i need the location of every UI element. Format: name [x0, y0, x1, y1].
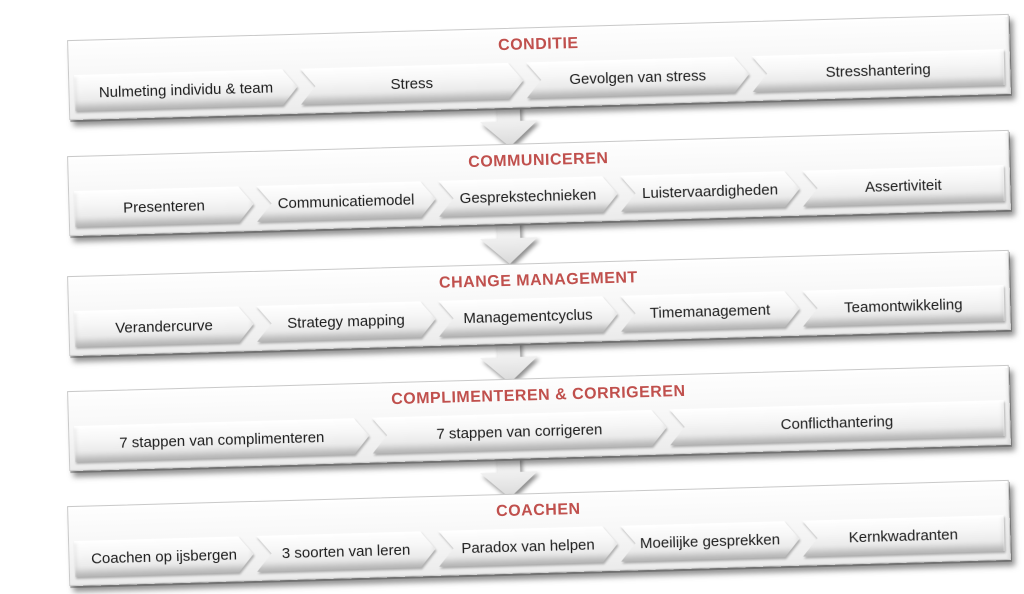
process-step: Communicatiemodel	[256, 181, 436, 222]
process-step-label: 3 soorten van leren	[281, 541, 411, 562]
process-step: Managementcyclus	[438, 296, 618, 337]
process-step-label: 7 stappen van corrigeren	[436, 420, 603, 443]
process-step-label: Nulmeting individu & team	[98, 78, 274, 101]
process-step: Timemanagement	[620, 291, 800, 332]
process-step-label: Coachen op ijsbergen	[90, 545, 238, 568]
process-step-label: Managementcyclus	[463, 306, 593, 327]
process-step: Luistervaardigheden	[620, 171, 800, 212]
process-step: Presenteren	[74, 186, 254, 227]
process-step: Stresshantering	[752, 49, 1005, 92]
process-step-label: Timemanagement	[649, 301, 771, 322]
process-step-label: Stresshantering	[825, 60, 931, 81]
process-step: Verandercurve	[74, 306, 254, 347]
process-step-label: Stress	[390, 74, 434, 93]
process-step-label: 7 stappen van complimenteren	[119, 428, 325, 452]
process-step-label: Teamontwikkeling	[843, 295, 963, 316]
process-step-label: Gesprekstechnieken	[459, 185, 597, 207]
process-step-label: Luistervaardigheden	[641, 180, 779, 202]
process-step: 7 stappen van corrigeren	[372, 409, 668, 453]
process-step-label: Gevolgen van stress	[569, 66, 707, 88]
process-step-label: Strategy mapping	[287, 311, 406, 332]
band-complimenteren-corrigeren: COMPLIMENTEREN & CORRIGEREN 7 stappen va…	[67, 364, 1011, 472]
process-step-label: Conflicthantering	[780, 412, 894, 433]
process-step: Gevolgen van stress	[526, 56, 750, 98]
process-step: Kernkwadranten	[802, 515, 1005, 557]
process-step-label: Verandercurve	[115, 316, 214, 337]
process-step: Nulmeting individu & team	[74, 69, 298, 111]
process-step: Strategy mapping	[256, 301, 436, 342]
process-step: 7 stappen van complimenteren	[74, 418, 370, 462]
process-step-label: Assertiviteit	[864, 176, 942, 196]
process-step-label: Communicatiemodel	[277, 190, 415, 212]
process-step: Gesprekstechnieken	[438, 176, 618, 217]
process-step-label: Presenteren	[122, 196, 206, 217]
process-step: Stress	[300, 62, 524, 104]
process-step-label: Kernkwadranten	[848, 525, 959, 546]
process-step: Moeilijke gesprekken	[620, 521, 800, 562]
process-step: 3 soorten van leren	[256, 531, 436, 572]
process-step-label: Moeilijke gesprekken	[639, 530, 781, 552]
process-step: Paradox van helpen	[438, 526, 618, 567]
process-step: Teamontwikkeling	[802, 285, 1005, 327]
process-step: Coachen op ijsbergen	[74, 536, 254, 577]
process-step-label: Paradox van helpen	[461, 535, 595, 557]
process-step: Assertiviteit	[802, 165, 1005, 207]
